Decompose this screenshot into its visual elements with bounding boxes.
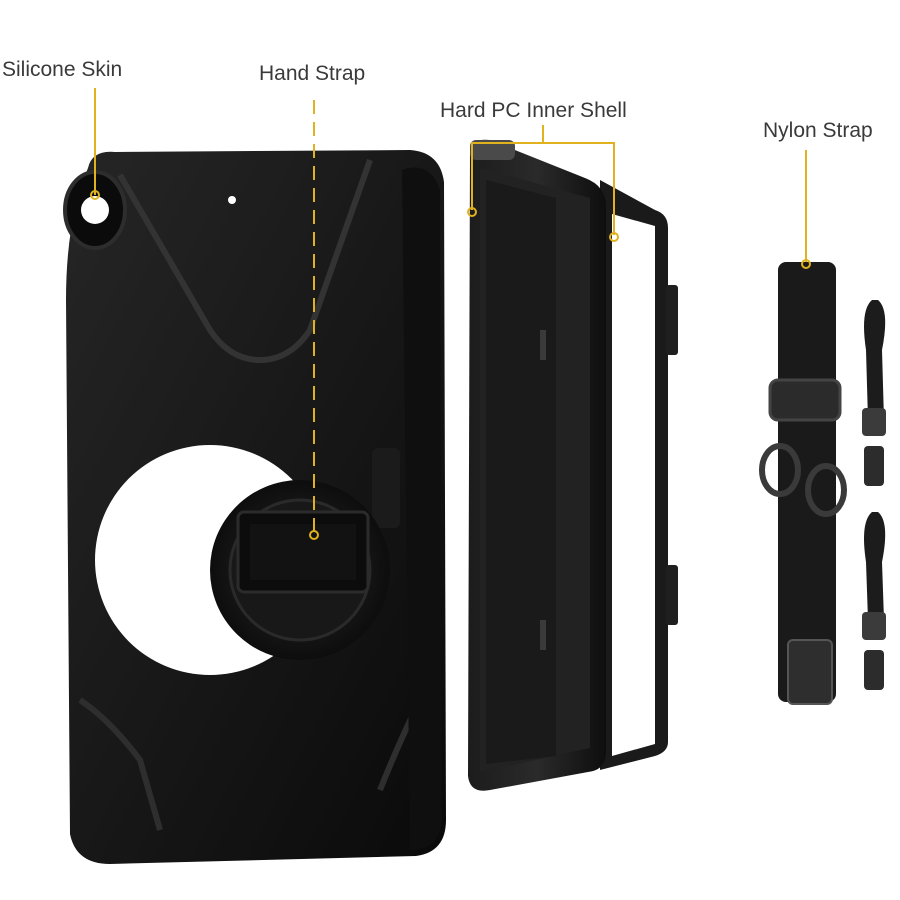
label-nylon-strap: Nylon Strap [763,119,873,142]
callout-hand-strap [309,100,319,540]
nylon-strap [759,262,847,705]
hard-pc-inner-shell [468,139,606,791]
screen-frame [600,180,678,770]
callout-hard-pc-inner-shell [467,125,619,242]
callout-nylon-strap [801,150,811,269]
label-silicone-skin: Silicone Skin [2,58,123,81]
clip-strap-lower [862,512,886,690]
clip-strap-upper [862,300,886,486]
callout-silicone-skin [90,88,100,200]
label-hard-pc-inner-shell: Hard PC Inner Shell [440,99,627,122]
label-hand-strap: Hand Strap [259,62,366,85]
silicone-skin [63,150,446,864]
